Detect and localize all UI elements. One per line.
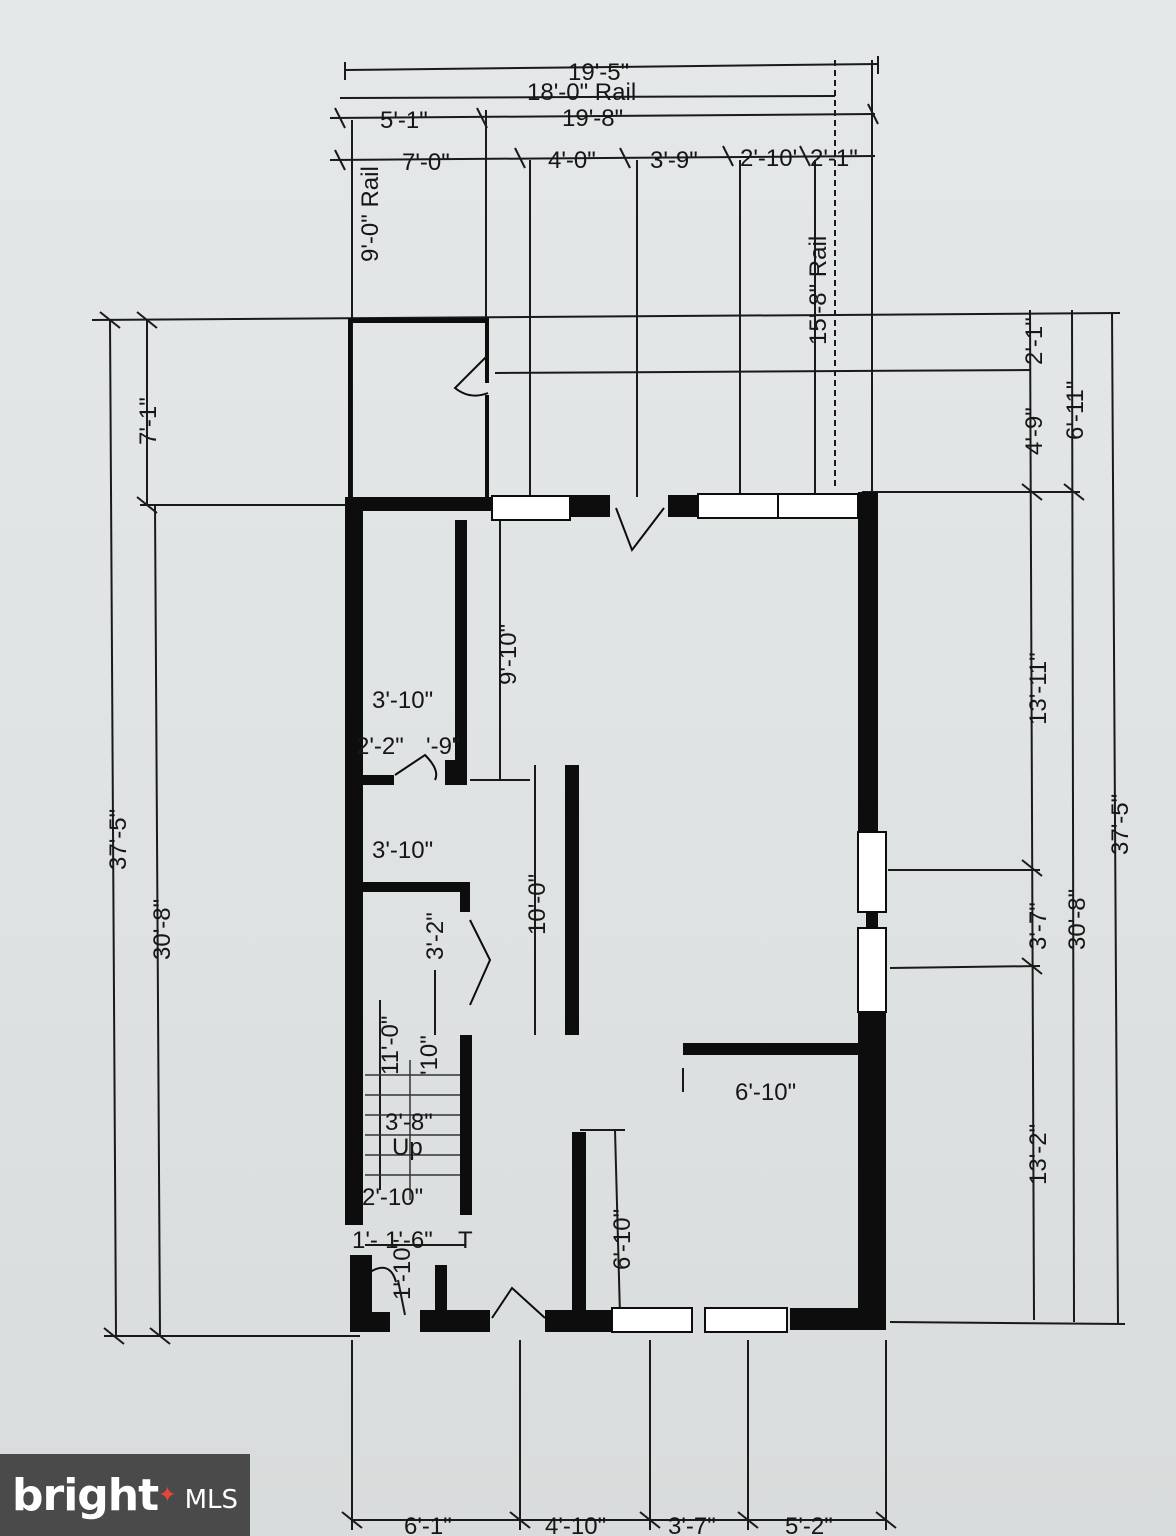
door-closet-hall bbox=[469, 919, 492, 1006]
label-5-1: 5'-1" bbox=[380, 107, 428, 134]
label-bottom-3-7: 3'-7" bbox=[668, 1513, 716, 1536]
window-right-lower bbox=[857, 927, 887, 1013]
label-right-6-11: 6'-11" bbox=[1062, 381, 1089, 440]
label-door-3-2: 3'-2" bbox=[422, 912, 449, 960]
label-stair-2-10: 2'-10" bbox=[362, 1184, 423, 1211]
window-bottom-left bbox=[611, 1307, 693, 1333]
door-closet bbox=[394, 753, 438, 781]
label-rail-right: 15'-8" Rail bbox=[805, 236, 832, 345]
windows bbox=[491, 493, 887, 1333]
door-porch bbox=[453, 354, 489, 397]
doors bbox=[369, 354, 665, 1319]
label-overall-width: 19'-5" bbox=[568, 59, 629, 86]
top-dimension-lines bbox=[329, 56, 879, 500]
label-stair-11-0: 11'-0" bbox=[377, 1016, 404, 1075]
label-closet-3-10b: 3'-10" bbox=[372, 837, 433, 864]
label-small-1-10: 1'-10" bbox=[389, 1239, 416, 1300]
logo-accent-icon: ✦ bbox=[158, 1482, 177, 1507]
label-right-overall: 37'-5" bbox=[1107, 794, 1134, 855]
label-kitchen-6-10b: 6'-10" bbox=[609, 1209, 636, 1270]
label-right-3-7: 3'-7" bbox=[1025, 902, 1052, 950]
label-19-8: 19'-8" bbox=[562, 105, 623, 132]
label-stair-up: Up bbox=[392, 1134, 423, 1161]
window-right-upper bbox=[857, 831, 887, 913]
bright-mls-logo: bright✦ MLS bbox=[0, 1454, 250, 1536]
label-left-upper: 7'-1" bbox=[135, 397, 162, 445]
label-closet-2-2: 2'-2" bbox=[356, 733, 404, 760]
label-bottom-5-2: 5'-2" bbox=[785, 1513, 833, 1536]
logo-mls-text: MLS bbox=[184, 1485, 238, 1515]
stairs bbox=[365, 1060, 460, 1200]
label-4-0: 4'-0" bbox=[548, 147, 596, 174]
label-small-T: T bbox=[458, 1227, 473, 1254]
label-closet-9: '-9" bbox=[426, 733, 460, 760]
dimension-labels: 19'-5" 18'-0" Rail 5'-1" 19'-8" 7'-0" 4'… bbox=[105, 59, 1134, 1536]
label-7-0: 7'-0" bbox=[402, 149, 450, 176]
label-wall-10-0: 10'-0" bbox=[524, 874, 551, 935]
window-top-left bbox=[491, 495, 571, 521]
label-small-1-6: 1'-6" bbox=[385, 1227, 433, 1254]
label-right-4-9: 4'-9" bbox=[1021, 407, 1048, 455]
label-right-30-8: 30'-8" bbox=[1064, 889, 1091, 950]
label-kitchen-6-10a: 6'-10" bbox=[735, 1079, 796, 1106]
door-powder bbox=[369, 1266, 397, 1283]
label-stair-10: '10" bbox=[416, 1035, 443, 1075]
label-right-13-11: 13'-11" bbox=[1025, 652, 1052, 725]
label-right-13-2: 13'-2" bbox=[1025, 1124, 1052, 1185]
label-left-main: 30'-8" bbox=[149, 899, 176, 960]
label-rail-width: 18'-0" Rail bbox=[527, 79, 636, 106]
label-hall-9-10: 9'-10" bbox=[495, 624, 522, 685]
label-rail-left: 9'-0" Rail bbox=[357, 166, 384, 262]
right-dimension-lines bbox=[494, 309, 1126, 1325]
window-bottom-right bbox=[704, 1307, 788, 1333]
label-left-overall: 37'-5" bbox=[105, 809, 132, 870]
label-bottom-6-1: 6'-1" bbox=[404, 1513, 452, 1536]
label-3-9: 3'-9" bbox=[650, 147, 698, 174]
label-right-2-1: 2'-1" bbox=[1021, 317, 1048, 365]
door-front-top bbox=[615, 507, 665, 553]
door-rear bbox=[491, 1286, 546, 1319]
label-closet-3-10a: 3'-10" bbox=[372, 687, 433, 714]
label-2-1-top: 2'-1" bbox=[810, 145, 858, 172]
label-bottom-4-10: 4'-10" bbox=[545, 1513, 606, 1536]
bottom-dimension-lines bbox=[341, 1340, 897, 1530]
left-dimension-lines bbox=[91, 311, 1121, 1345]
label-small-1: 1'- bbox=[352, 1227, 378, 1254]
walls bbox=[345, 318, 886, 1332]
label-stair-3-8: 3'-8" bbox=[385, 1109, 433, 1136]
logo-brand-text: bright bbox=[12, 1469, 159, 1521]
label-2-10: 2'-10' bbox=[740, 145, 797, 172]
